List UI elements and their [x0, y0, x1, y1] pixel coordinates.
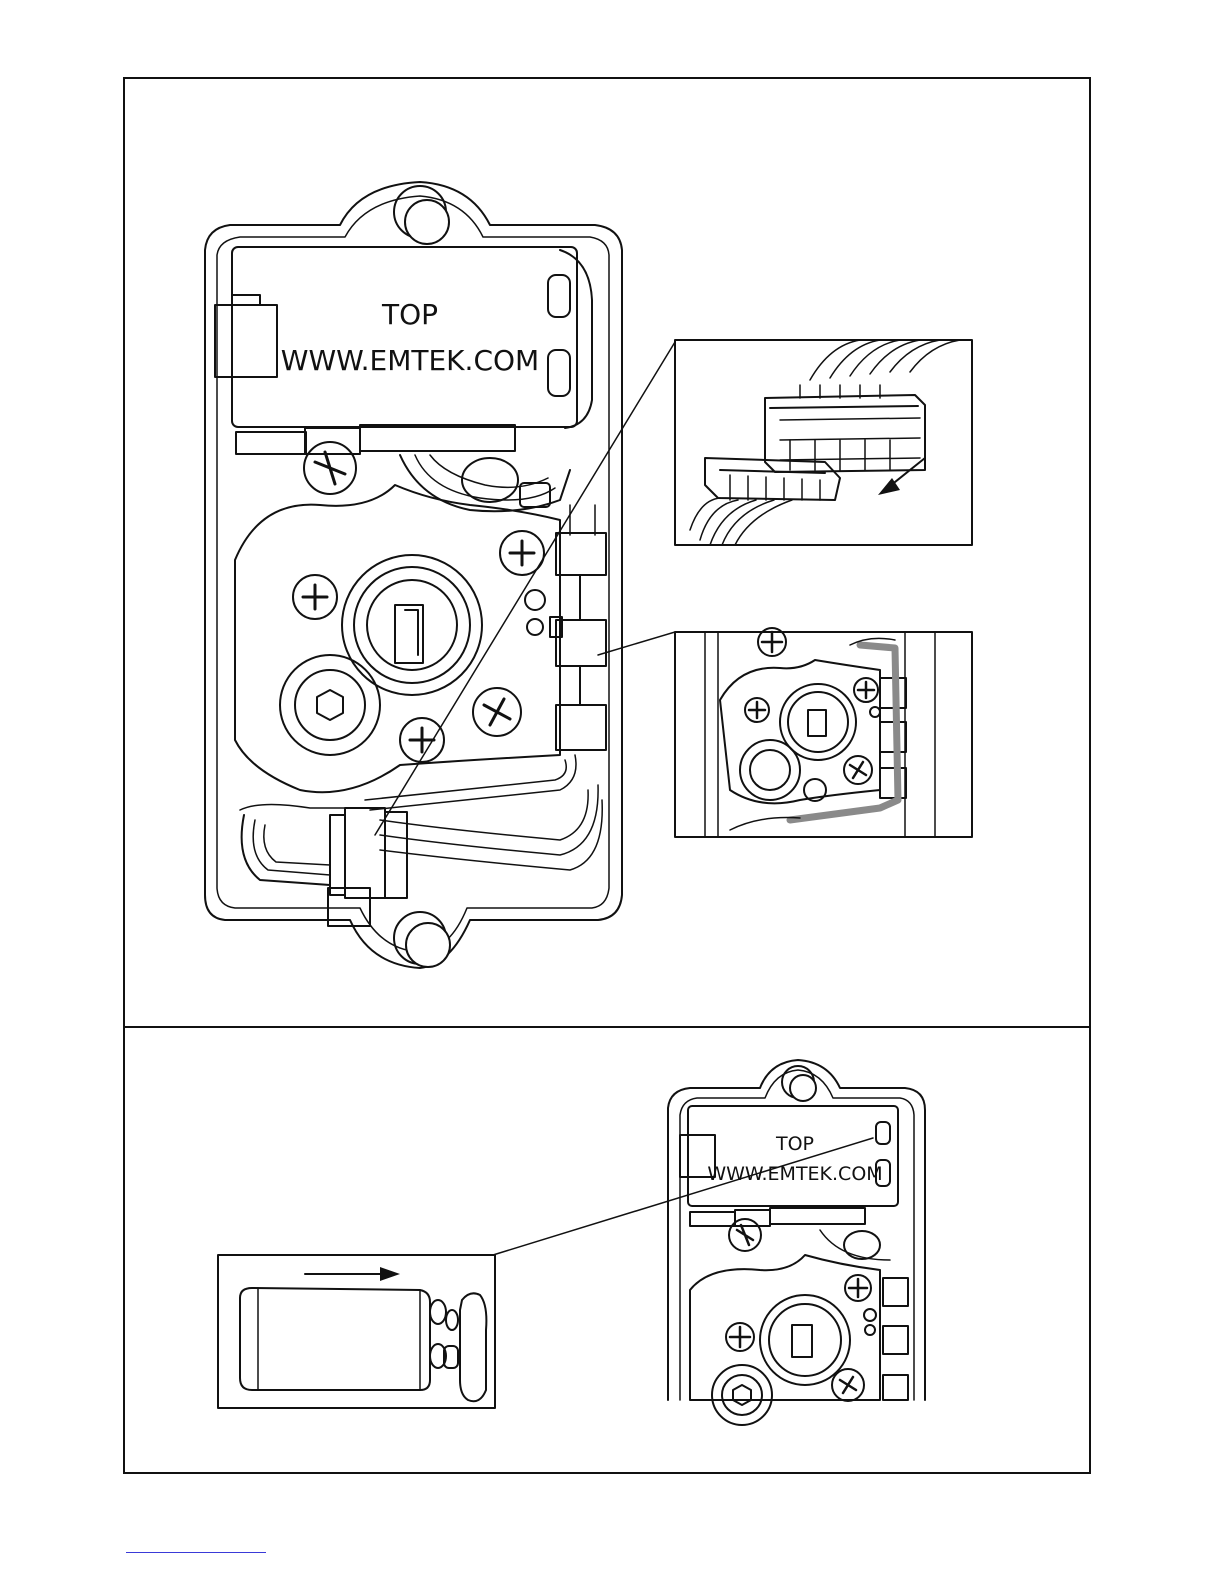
inset-wire-routing: [675, 628, 972, 837]
leader-line-battery: [493, 1138, 873, 1255]
inset-battery-insertion: [218, 1255, 495, 1408]
leader-line-connector: [375, 342, 675, 835]
battery-url-label: WWW.EMTEK.COM: [281, 344, 539, 377]
footer-link-underline: [126, 1552, 266, 1553]
inset-connector-detail: [675, 340, 972, 545]
secondary-lock-housing: [668, 1060, 925, 1425]
bottom-battery-url-label: WWW.EMTEK.COM: [707, 1163, 882, 1185]
bottom-battery-top-label: TOP: [775, 1133, 814, 1155]
battery-top-label: TOP: [381, 298, 438, 331]
